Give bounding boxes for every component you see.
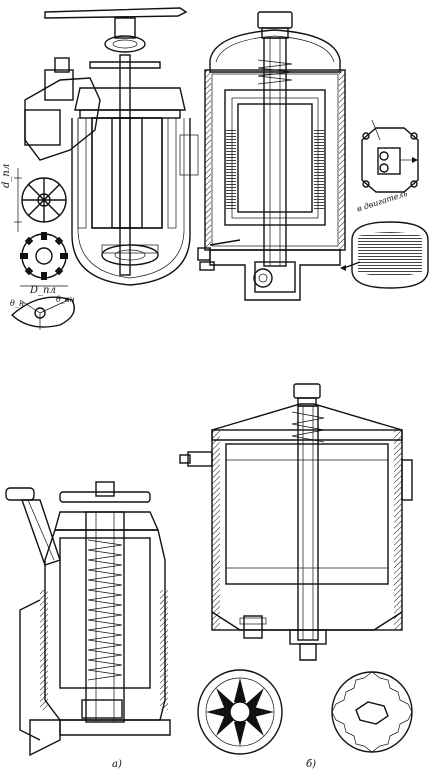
label-d-pl: d_пл bbox=[1, 163, 12, 188]
plate-stack bbox=[91, 117, 163, 229]
bottom-right-filter-b bbox=[179, 383, 413, 661]
angle-detail bbox=[10, 296, 75, 330]
top-left-filter-section bbox=[24, 7, 199, 286]
label-theta-n: θ_н bbox=[10, 299, 25, 308]
felt-element bbox=[59, 537, 151, 689]
bottom-left-filter-a bbox=[5, 481, 171, 757]
bowl bbox=[71, 118, 191, 286]
plate-stack-b bbox=[225, 443, 389, 585]
spoked-disc-outer bbox=[197, 669, 283, 755]
inner-element bbox=[224, 89, 326, 226]
bottom-nut-b bbox=[289, 629, 327, 645]
gear-washer-detail bbox=[20, 232, 68, 287]
top-nut-b bbox=[293, 383, 321, 399]
bottom-bracket bbox=[29, 719, 61, 757]
body-head bbox=[74, 87, 186, 111]
label-part-a: а) bbox=[112, 759, 122, 770]
left-inlet-fitting bbox=[44, 69, 74, 101]
label-theta-v: θ_вн bbox=[56, 295, 75, 304]
cover-dome bbox=[209, 29, 341, 73]
left-head-casting bbox=[24, 77, 101, 161]
label-D-pl: D_пл bbox=[30, 285, 56, 296]
inlet-fitting-b bbox=[187, 451, 213, 467]
t-bar bbox=[89, 61, 161, 69]
top-right-filter-section bbox=[197, 11, 346, 301]
right-small-details bbox=[340, 119, 429, 289]
center-rod-b bbox=[297, 405, 319, 641]
side-bracket-b bbox=[401, 459, 413, 501]
star-washer-detail bbox=[14, 168, 67, 232]
cover bbox=[54, 511, 160, 531]
handle-collar bbox=[104, 35, 146, 53]
outlet-fitting-b bbox=[243, 615, 263, 639]
inlet-elbow bbox=[5, 487, 35, 501]
handle-boss bbox=[114, 17, 136, 39]
base-plug bbox=[253, 268, 273, 288]
square-flange bbox=[361, 127, 419, 193]
flow-cylinder bbox=[351, 221, 429, 289]
housing-a bbox=[44, 529, 166, 721]
top-cap-nut bbox=[257, 11, 293, 29]
t-handle bbox=[59, 491, 151, 503]
gear-disc-outer bbox=[331, 671, 413, 753]
gear-disc-hub bbox=[355, 701, 389, 725]
base-casting bbox=[209, 249, 341, 301]
side-valve bbox=[197, 247, 211, 261]
spoked-disc-detail bbox=[197, 669, 283, 755]
dome-cover-b bbox=[211, 403, 403, 441]
label-part-b: б) bbox=[306, 759, 317, 770]
top-handle bbox=[44, 7, 188, 19]
gear-disc-detail bbox=[331, 671, 413, 753]
